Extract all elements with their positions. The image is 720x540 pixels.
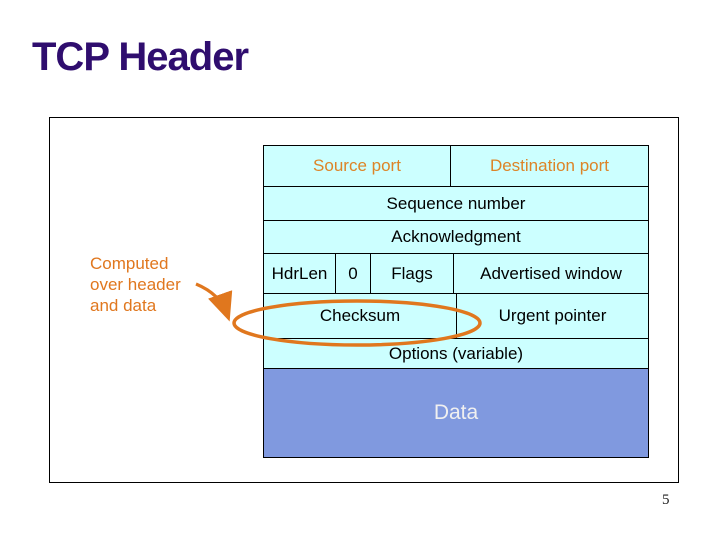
table-row-checksum: Checksum Urgent pointer [264, 293, 648, 338]
annotation-checksum-note: Computed over header and data [90, 253, 181, 316]
table-row-options: Options (variable) [264, 338, 648, 368]
field-data: Data [264, 369, 648, 457]
field-options: Options (variable) [264, 339, 648, 368]
field-advertised-window: Advertised window [453, 254, 648, 293]
annotation-line: and data [90, 296, 157, 315]
table-row-data: Data [264, 368, 648, 457]
field-reserved-zero: 0 [335, 254, 370, 293]
field-acknowledgment: Acknowledgment [264, 221, 648, 253]
table-row-sequence: Sequence number [264, 186, 648, 220]
table-row-ports: Source port Destination port [264, 146, 648, 186]
field-source-port: Source port [264, 146, 450, 186]
annotation-line: over header [90, 275, 181, 294]
table-row-flags: HdrLen 0 Flags Advertised window [264, 253, 648, 293]
field-hdrlen: HdrLen [264, 254, 335, 293]
field-urgent-pointer: Urgent pointer [456, 294, 648, 338]
field-flags: Flags [370, 254, 453, 293]
page-title: TCP Header [32, 35, 249, 79]
tcp-header-table: Source port Destination port Sequence nu… [263, 145, 649, 458]
page-number: 5 [662, 492, 670, 508]
field-checksum: Checksum [264, 294, 456, 338]
field-destination-port: Destination port [450, 146, 648, 186]
slide-content-box: Computed over header and data Source por… [49, 117, 679, 483]
table-row-acknowledgment: Acknowledgment [264, 220, 648, 253]
field-sequence-number: Sequence number [264, 187, 648, 220]
annotation-line: Computed [90, 254, 169, 273]
